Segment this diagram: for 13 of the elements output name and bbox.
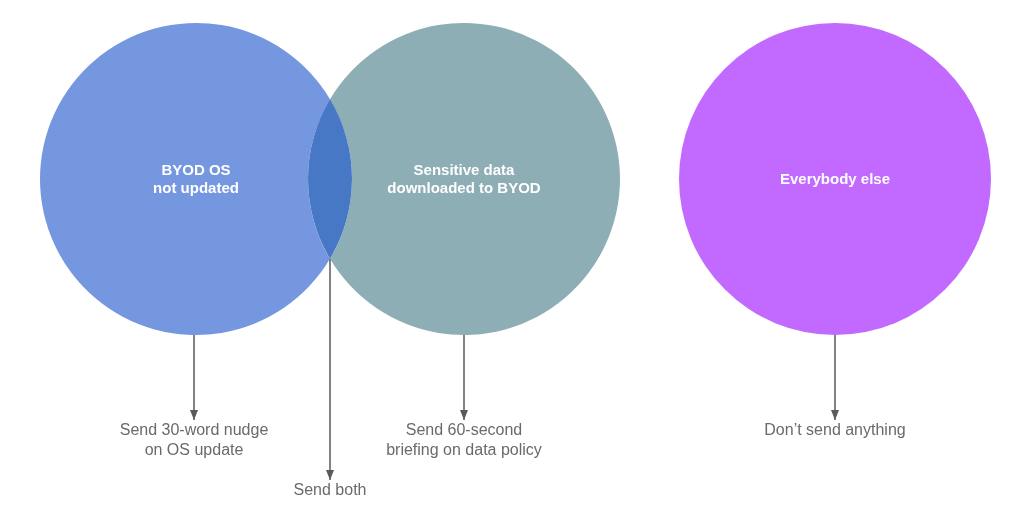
- action-label: Send 60-second briefing on data policy: [385, 420, 543, 460]
- circle-label: Everybody else: [779, 170, 891, 188]
- action-label: Send both: [293, 480, 367, 500]
- circle-label: Sensitive data downloaded to BYOD: [386, 161, 542, 197]
- venn-circle: [679, 23, 991, 335]
- arrow: [190, 334, 198, 421]
- overlap-region: [308, 99, 352, 259]
- action-label: Don’t send anything: [763, 420, 907, 440]
- arrow: [831, 334, 839, 421]
- circle-label: BYOD OS not updated: [152, 161, 240, 197]
- arrow: [326, 258, 334, 481]
- action-label: Send 30-word nudge on OS update: [119, 420, 269, 460]
- arrow: [460, 334, 468, 421]
